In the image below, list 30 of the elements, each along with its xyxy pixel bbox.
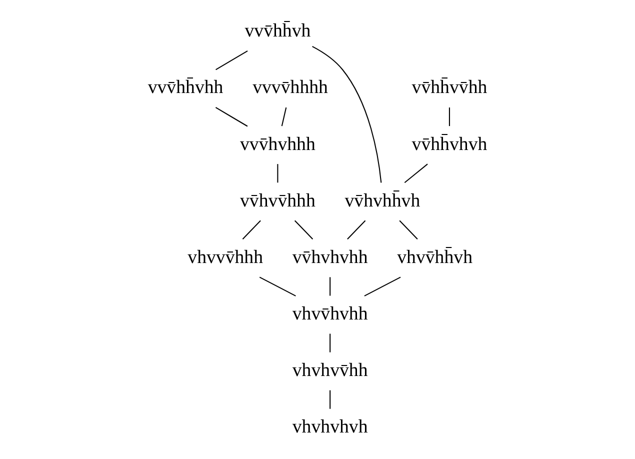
connector [330, 390, 331, 408]
connector [347, 220, 366, 240]
connector [259, 276, 296, 296]
connector [330, 276, 331, 296]
node-text: vv̄hh̄vv̄hh [412, 76, 488, 98]
node-text: vv̄hvv̄hhh [240, 190, 316, 211]
connector [242, 220, 261, 240]
node-text: vv̄hh̄vhvh [412, 133, 488, 154]
node-text: vvv̄hvhhh [240, 133, 316, 154]
connector [330, 333, 331, 352]
connector [216, 50, 248, 70]
node-text: vhvv̄hvhh [292, 302, 368, 324]
node-text: vhvvv̄hhh [188, 246, 264, 268]
connector [281, 106, 287, 126]
connector [448, 106, 450, 126]
node-text: vvv̄hh̄vh [244, 20, 311, 42]
connector [404, 163, 428, 183]
connector [364, 276, 401, 296]
connector [399, 220, 418, 240]
node-text: vv̄hvhh̄vh [344, 190, 420, 211]
node-text: vhvv̄hh̄vh [397, 246, 472, 268]
connector [294, 220, 314, 240]
connector [277, 164, 278, 182]
node-text: vv̄hvhvhh [292, 246, 368, 268]
connector [215, 106, 248, 126]
node-text: vhvhvv̄hh [292, 360, 368, 381]
node-text: vvv̄hh̄vhh [148, 76, 224, 98]
connector [312, 45, 382, 182]
node-text: vvvv̄hhhh [252, 76, 328, 98]
node-text: vhvhvhvh [292, 416, 368, 438]
